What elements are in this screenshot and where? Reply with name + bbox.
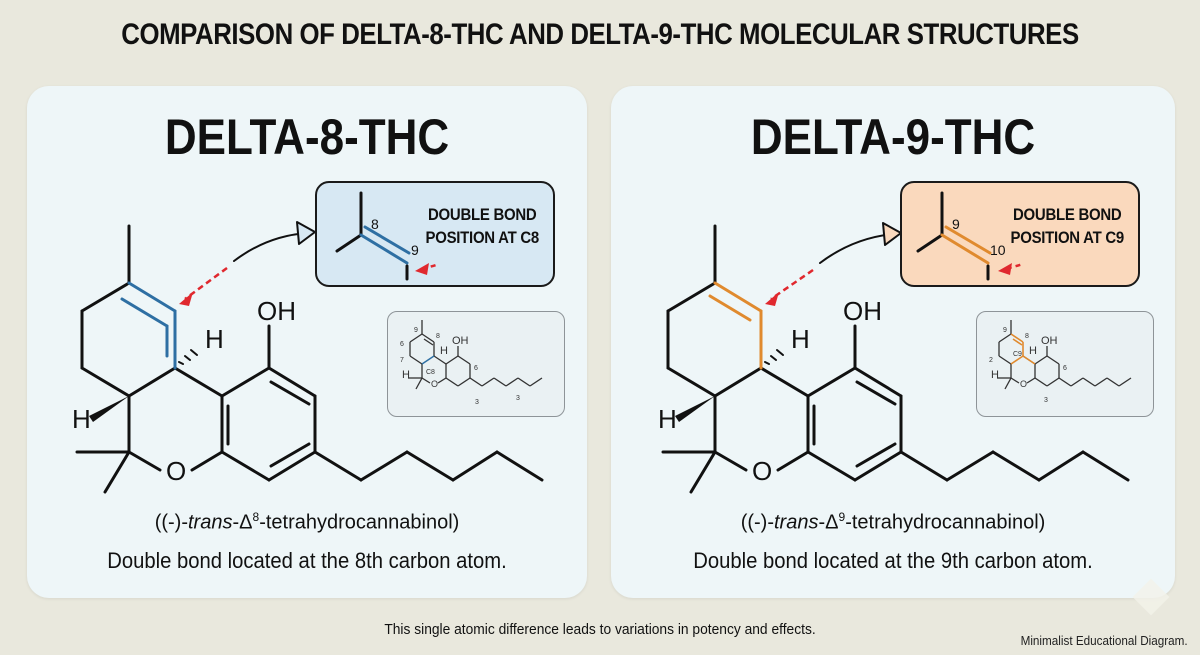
delta8-title: DELTA-8-THC <box>164 109 450 165</box>
delta8-callout-text: DOUBLE BOND POSITION AT C8 <box>425 205 539 247</box>
delta8-panel: DELTA-8-THC <box>27 86 587 598</box>
delta9-callout-text: DOUBLE BOND POSITION AT C9 <box>1010 205 1124 247</box>
svg-text:3: 3 <box>516 395 520 402</box>
svg-text:8: 8 <box>436 333 440 340</box>
delta9-callout: 9 10 DOUBLE BOND POSITION AT C9 <box>900 181 1140 287</box>
svg-text:H: H <box>1029 345 1037 357</box>
delta8-callout: 8 9 DOUBLE BOND POSITION AT C8 <box>315 181 555 287</box>
mini-structure-icon: 9 8 6 7 C8 3 3 6 OH H H O <box>400 320 543 406</box>
svg-text:9: 9 <box>952 216 960 232</box>
svg-text:8: 8 <box>1025 333 1029 340</box>
svg-text:6: 6 <box>474 365 478 372</box>
svg-text:9: 9 <box>414 327 418 334</box>
svg-text:7: 7 <box>400 357 404 364</box>
svg-text:H: H <box>205 324 224 354</box>
svg-text:C8: C8 <box>426 369 435 376</box>
delta8-iupac-name: ((-)-trans-Δ8-tetrahydrocannabinol) <box>154 510 460 534</box>
svg-text:OH: OH <box>1041 335 1058 347</box>
mini-structure-icon: 9 8 2 C9 6 3 OH H H O <box>989 320 1132 404</box>
svg-text:C9: C9 <box>1013 351 1022 358</box>
svg-text:OH: OH <box>452 335 469 347</box>
delta9-panel: DELTA-9-THC <box>611 86 1175 598</box>
delta9-structure-icon: OH H H O <box>658 222 1130 494</box>
delta8-inset-structure: 9 8 6 7 C8 3 3 6 OH H H O <box>387 311 565 417</box>
double-bond-c8-icon: 8 9 <box>335 191 437 281</box>
svg-text:3: 3 <box>1044 397 1048 404</box>
delta9-inset-structure: 9 8 2 C9 6 3 OH H H O <box>976 311 1154 417</box>
svg-text:10: 10 <box>990 242 1006 258</box>
svg-text:O: O <box>166 456 186 486</box>
svg-text:H: H <box>402 369 410 381</box>
delta8-structure-icon: OH H H O <box>72 221 544 494</box>
footer-note: This single atomic difference leads to v… <box>384 621 816 638</box>
svg-text:6: 6 <box>400 341 404 348</box>
svg-text:9: 9 <box>411 242 419 258</box>
svg-text:H: H <box>658 404 677 434</box>
svg-text:O: O <box>1020 379 1027 389</box>
svg-text:OH: OH <box>843 296 882 326</box>
svg-text:9: 9 <box>1003 327 1007 334</box>
svg-text:O: O <box>752 456 772 486</box>
delta8-description: Double bond located at the 8th carbon at… <box>107 548 507 573</box>
page-title: COMPARISON OF DELTA-8-THC AND DELTA-9-TH… <box>121 18 1079 51</box>
svg-text:2: 2 <box>989 357 993 364</box>
double-bond-c9-icon: 9 10 <box>916 191 1022 281</box>
svg-text:H: H <box>440 345 448 357</box>
svg-text:H: H <box>991 369 999 381</box>
delta9-description: Double bond located at the 9th carbon at… <box>693 548 1093 573</box>
svg-text:8: 8 <box>371 216 379 232</box>
svg-text:OH: OH <box>257 296 296 326</box>
svg-text:H: H <box>791 324 810 354</box>
delta9-title: DELTA-9-THC <box>750 109 1036 165</box>
credit-text: Minimalist Educational Diagram. <box>1020 633 1188 648</box>
svg-text:H: H <box>72 404 91 434</box>
svg-text:O: O <box>431 379 438 389</box>
svg-text:6: 6 <box>1063 365 1067 372</box>
svg-text:3: 3 <box>475 399 479 406</box>
delta9-iupac-name: ((-)-trans-Δ9-tetrahydrocannabinol) <box>740 510 1046 534</box>
